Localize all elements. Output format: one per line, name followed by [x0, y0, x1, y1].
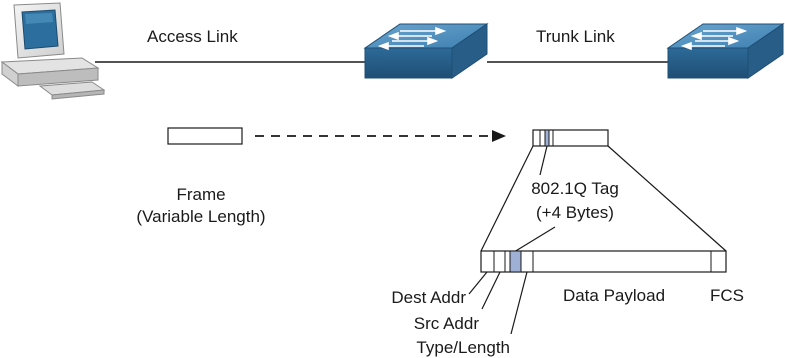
tag-label: 802.1Q Tag	[531, 179, 619, 198]
tag-pointer-line	[539, 145, 548, 176]
dest-addr-label: Dest Addr	[391, 288, 466, 307]
tag-sublabel: (+4 Bytes)	[536, 203, 614, 222]
access-link-label: Access Link	[147, 27, 238, 46]
src-addr-label: Src Addr	[414, 314, 480, 333]
tag-pointer-line-lower	[513, 226, 556, 253]
zoom-line-left	[480, 145, 534, 252]
fcs-label: FCS	[710, 286, 744, 305]
untagged-frame-box	[167, 127, 243, 145]
expanded-frame	[480, 250, 727, 273]
switch-icon	[363, 23, 489, 79]
computer-icon	[0, 2, 106, 100]
tag-field-expanded	[509, 250, 522, 273]
type-length-pointer	[510, 271, 528, 335]
dest-addr-pointer	[468, 271, 488, 295]
type-length-label: Type/Length	[416, 338, 510, 357]
frame-label: Frame	[176, 185, 225, 204]
trunk-link-label: Trunk Link	[536, 27, 615, 46]
zoom-line-right	[607, 145, 727, 252]
arrow-head	[492, 130, 506, 142]
tagged-frame-box	[532, 129, 609, 147]
data-payload-label: Data Payload	[563, 286, 665, 305]
switch-icon	[666, 23, 785, 79]
frame-sublabel: (Variable Length)	[136, 207, 265, 226]
tag-field-small	[544, 129, 550, 147]
src-addr-pointer	[481, 271, 501, 310]
